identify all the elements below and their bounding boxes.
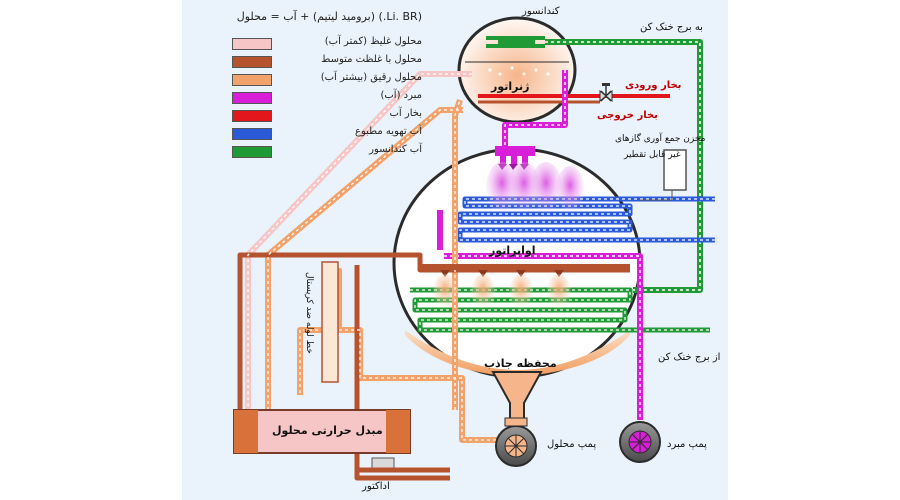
legend-swatch <box>232 128 272 140</box>
legend-title: (Li. BR.) (برومید لیتیم) + آب = محلول <box>236 10 422 23</box>
legend-item: محلول رقیق (بیشتر آب) <box>232 72 422 86</box>
chilled-water-coil <box>457 196 715 243</box>
legend-swatch <box>232 146 272 158</box>
anti-crystallization-tube <box>321 261 339 383</box>
legend-swatch <box>232 56 272 68</box>
from-cooling-tower-label: از برج خنک کن <box>658 352 721 363</box>
legend-item: مبرد (آب) <box>232 90 422 104</box>
eductor-icon <box>357 457 450 473</box>
refrigerant-pump-icon <box>619 421 661 463</box>
condenser-label: کندانسور <box>522 6 560 17</box>
legend-label: آب کندانسور <box>369 144 422 155</box>
heat-exchanger <box>233 409 411 454</box>
legend-swatch <box>232 38 272 50</box>
legend-item: محلول غلیظ (کمتر آب) <box>232 36 422 50</box>
legend-label: بخار آب <box>389 108 423 119</box>
solution-pump-icon <box>495 417 537 467</box>
steam-out-label: بخار خروجی <box>597 110 658 121</box>
legend-swatch <box>232 110 272 122</box>
legend-swatch <box>232 74 272 86</box>
steam-in-label: بخار ورودی <box>625 80 682 91</box>
legend-item: آب تهویه مطبوع <box>232 126 422 140</box>
generator-label: ژنراتور <box>491 80 530 93</box>
absorber-spray-nozzles <box>418 264 630 310</box>
heat-exchanger-label: مبدل حرارتی محلول <box>272 424 383 437</box>
absorber-label: محفظه جاذب <box>484 357 557 370</box>
eductor-label: اداکتور <box>362 481 390 492</box>
evaporator-label: اواپراتور <box>489 244 536 257</box>
legend-item: آب کندانسور <box>232 144 422 158</box>
generator-shell <box>457 16 600 124</box>
legend-item: بخار آب <box>232 108 422 122</box>
purge-tank <box>663 149 687 191</box>
refrigerant-pump-label: پمپ مبرد <box>667 439 707 450</box>
legend-label: محلول با غلظت متوسط <box>321 54 422 65</box>
purge-tank-label-1: مخزن جمع آوری گازهای <box>615 134 706 144</box>
steam-valve-icon <box>599 83 613 103</box>
anti-crystallization-label: خط لوله ضد کریستال <box>304 272 314 354</box>
solution-flow-dashes <box>247 73 520 441</box>
refrigerant-spray-header <box>486 146 584 214</box>
legend-label: مبرد (آب) <box>380 90 422 101</box>
legend-item: محلول با غلظت متوسط <box>232 54 422 68</box>
legend-label: محلول رقیق (بیشتر آب) <box>320 72 422 83</box>
legend-label: آب تهویه مطبوع <box>355 126 422 137</box>
legend-swatch <box>232 92 272 104</box>
purge-tank-label-2: غیر قابل تقطیر <box>624 150 681 160</box>
legend-label: محلول غلیظ (کمتر آب) <box>324 36 422 47</box>
solution-pump-label: پمپ محلول <box>547 439 597 450</box>
to-cooling-tower-label: به برج خنک کن <box>640 22 703 33</box>
